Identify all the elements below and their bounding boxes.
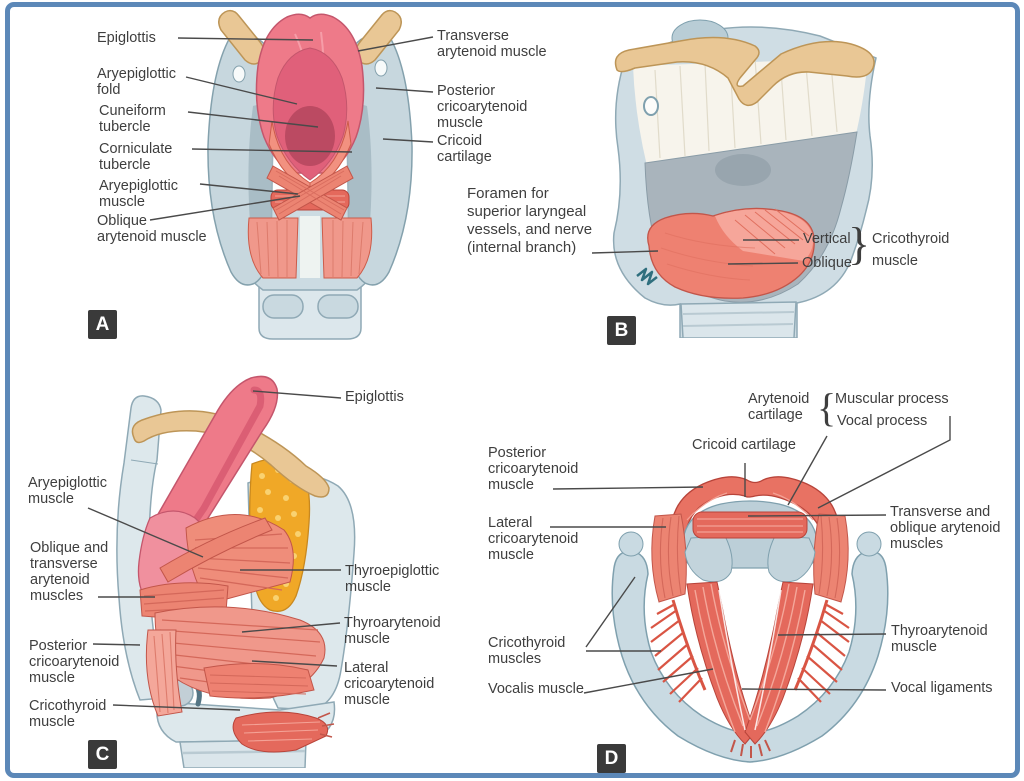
lateral-cricoarytenoid-bands xyxy=(651,513,849,603)
panel-badge-b: B xyxy=(607,316,636,345)
label-posterior-cricoarytenoid-d: Posterior cricoarytenoid muscle xyxy=(488,445,579,493)
cricothyroid-feathers xyxy=(650,599,850,703)
label-cricothyroid-c: Cricothyroid muscle xyxy=(29,698,107,730)
thyroid-foramen xyxy=(643,96,659,116)
label-transverse-arytenoid-muscle: Transverse arytenoid muscle xyxy=(437,28,547,60)
illustration-larynx-lateral-b xyxy=(612,19,877,338)
label-vocal-process: Vocal process xyxy=(837,413,928,429)
transverse-arytenoid-muscle-band xyxy=(692,511,808,539)
label-aryepiglottic-fold: Aryepiglottic fold xyxy=(97,66,176,98)
label-epiglottis-c: Epiglottis xyxy=(345,389,404,405)
arytenoid-cartilages xyxy=(684,535,816,583)
hyoid-bone xyxy=(614,36,875,107)
label-cricoid-cartilage-a: Cricoid cartilage xyxy=(437,133,492,165)
label-thyroepiglottic: Thyroepiglottic muscle xyxy=(345,563,440,595)
label-thyroarytenoid-c: Thyroarytenoid muscle xyxy=(344,615,441,647)
label-cricothyroid-muscle-b: Cricothyroid muscle xyxy=(872,231,950,269)
cricothyroid-muscle-shape xyxy=(232,711,335,753)
thyroid-cartilage-ring xyxy=(611,531,889,763)
label-arytenoid-cartilage: Arytenoid cartilage xyxy=(748,391,810,423)
label-oblique-b: Oblique xyxy=(802,255,852,271)
illustration-larynx-superior-d xyxy=(611,476,889,763)
label-transverse-oblique-arytenoid: Transverse and oblique arytenoid muscles xyxy=(890,504,1001,552)
label-aryepiglottic-muscle-a: Aryepiglottic muscle xyxy=(99,178,178,210)
panel-badge-a: A xyxy=(88,310,117,339)
label-posterior-cricoarytenoid-muscle-a: Posterior cricoarytenoid muscle xyxy=(437,83,528,131)
illustration-larynx-lateral-muscles-c xyxy=(116,375,356,768)
brace-arytenoid: { xyxy=(817,385,837,430)
panel-badge-d: D xyxy=(597,744,626,773)
label-muscular-process: Muscular process xyxy=(835,391,949,407)
label-lateral-cricoarytenoid-d: Lateral cricoarytenoid muscle xyxy=(488,515,579,563)
label-vertical: Vertical xyxy=(803,231,851,247)
label-vocal-ligaments: Vocal ligaments xyxy=(891,680,993,696)
label-foramen: Foramen for superior laryngeal vessels, … xyxy=(467,185,593,256)
label-oblique-arytenoid-muscle: Oblique arytenoid muscle xyxy=(97,213,207,245)
label-oblique-transverse-arytenoid: Oblique and transverse arytenoid muscles xyxy=(30,540,109,604)
midline-strip xyxy=(300,216,320,278)
trachea xyxy=(258,275,362,340)
lateral-cricoarytenoid-band xyxy=(203,662,315,699)
label-lateral-cricoarytenoid-c: Lateral cricoarytenoid muscle xyxy=(344,660,435,708)
posterior-cricoarytenoid-muscles xyxy=(247,217,373,279)
label-epiglottis-a: Epiglottis xyxy=(97,30,156,46)
brace-cricothyroid: } xyxy=(848,218,871,269)
illustration-larynx-posterior-a xyxy=(207,9,413,340)
label-posterior-cricoarytenoid-c: Posterior cricoarytenoid muscle xyxy=(29,638,120,686)
thyroarytenoid-vocalis-v xyxy=(686,581,814,758)
label-corniculate-tubercle: Corniculate tubercle xyxy=(99,141,173,173)
posterior-cricoarytenoid-band xyxy=(145,629,183,717)
label-cricoid-cartilage-d: Cricoid cartilage xyxy=(692,437,796,453)
panel-badge-c: C xyxy=(88,740,117,769)
trachea xyxy=(680,301,797,338)
label-aryepiglottic-muscle-c: Aryepiglottic muscle xyxy=(28,475,107,507)
label-vocalis-muscle: Vocalis muscle xyxy=(488,681,584,697)
label-cuneiform-tubercle: Cuneiform tubercle xyxy=(99,103,166,135)
label-thyroarytenoid-d: Thyroarytenoid muscle xyxy=(891,623,988,655)
teal-marks xyxy=(636,267,658,286)
label-cricothyroid-muscles-d: Cricothyroid muscles xyxy=(488,635,566,667)
cricothyroid-muscle-shape xyxy=(647,207,815,299)
